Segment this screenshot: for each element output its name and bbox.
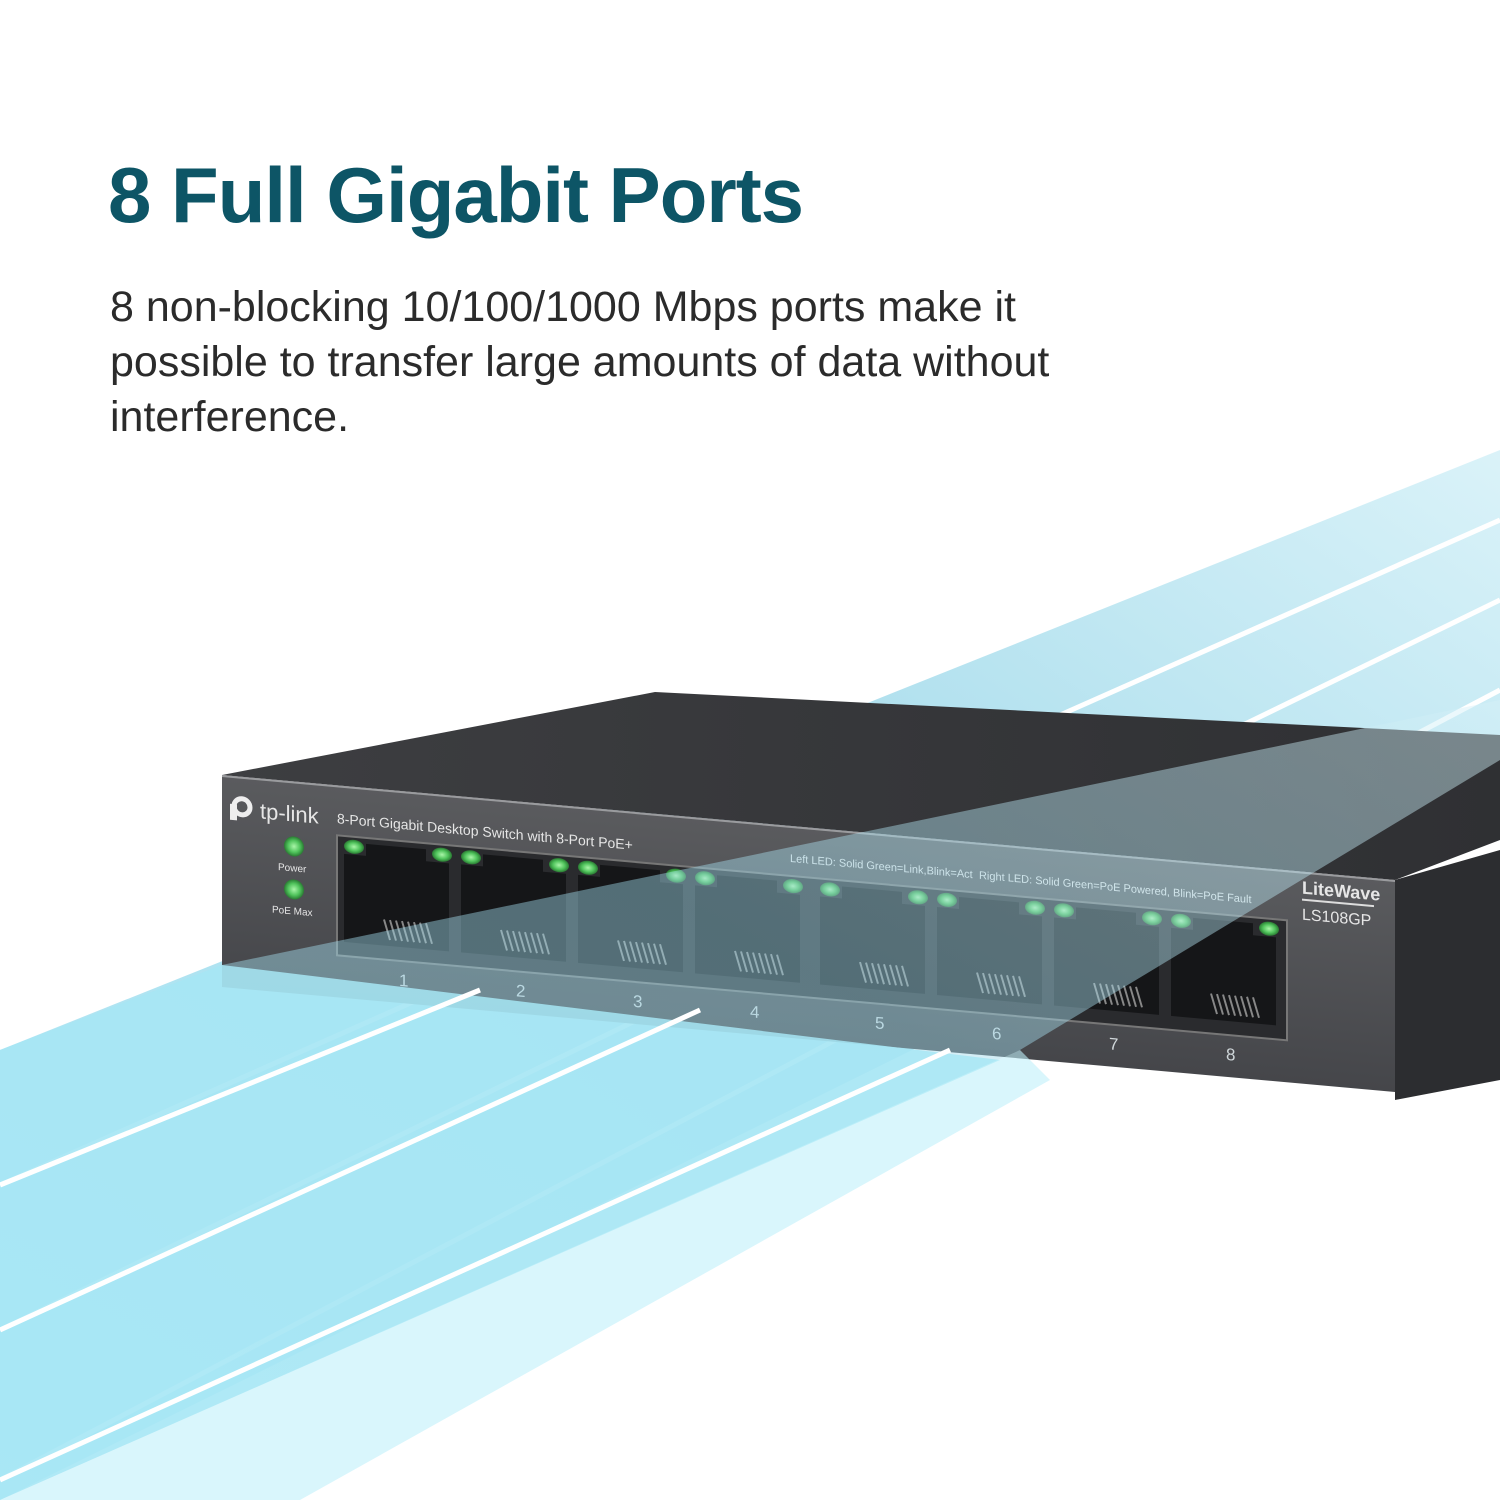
- power-led: [284, 836, 304, 857]
- port-3-left-led: [578, 860, 598, 875]
- port-1-left-led: [344, 839, 364, 854]
- description: 8 non-blocking 10/100/1000 Mbps ports ma…: [110, 283, 1050, 441]
- switch-right-side: [1395, 850, 1500, 1100]
- svg-text:tp-link: tp-link: [260, 798, 320, 828]
- port-8-right-led: [1259, 921, 1279, 936]
- port-number-label: 7: [1109, 1034, 1118, 1054]
- poe-max-led-label: PoE Max: [272, 904, 313, 919]
- port-number-label: 8: [1226, 1045, 1235, 1065]
- power-led-label: Power: [278, 862, 307, 876]
- poe-max-led: [284, 879, 304, 900]
- tp-link-logo: tp-link: [230, 796, 320, 829]
- port-2-right-led: [549, 858, 569, 873]
- port-1-right-led: [432, 847, 452, 862]
- port-2-left-led: [461, 850, 481, 865]
- light-beams-front: [0, 700, 1500, 1500]
- headline: 8 Full Gigabit Ports: [108, 151, 804, 239]
